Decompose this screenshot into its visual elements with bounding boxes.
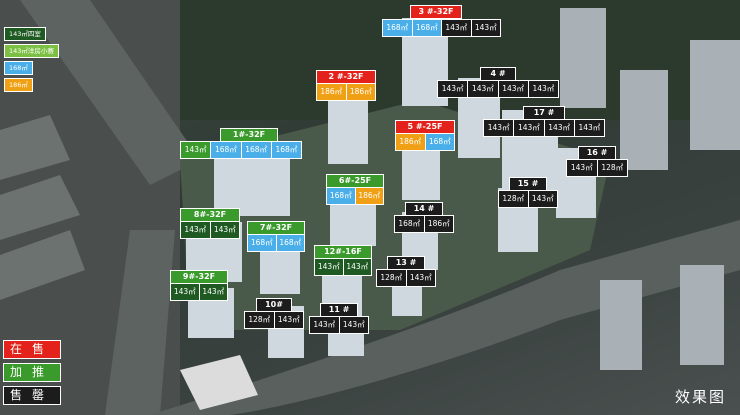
building-title: 15 # — [509, 177, 547, 191]
building-5-label[interactable]: 5 #-25F 186㎡ 168㎡ — [395, 120, 455, 151]
building-title: 1#-32F — [220, 128, 278, 142]
building-15-label[interactable]: 15 # 128㎡ 143㎡ — [498, 177, 558, 208]
unit-cell: 143㎡ — [470, 19, 501, 37]
building-title: 6#-25F — [326, 174, 384, 188]
building-title: 5 #-25F — [395, 120, 455, 134]
building-title: 17 # — [523, 106, 565, 120]
key-186: 186㎡ — [4, 78, 33, 92]
unit-cell: 143㎡ — [527, 190, 558, 208]
unit-cell: 143㎡ — [338, 316, 369, 334]
building-16-label[interactable]: 16 # 143㎡ 128㎡ — [566, 146, 628, 177]
building-title: 11 # — [320, 303, 358, 317]
unit-cell: 143㎡ — [405, 269, 436, 287]
unit-cell: 168㎡ — [210, 141, 242, 159]
building-7-label[interactable]: 7#-32F 168㎡ 168㎡ — [247, 221, 305, 252]
legend-on-sale: 在售 — [3, 340, 61, 359]
unit-cell: 168㎡ — [382, 19, 413, 37]
unit-cell: 143㎡ — [437, 80, 469, 98]
unit-cell: 186㎡ — [345, 83, 376, 101]
unit-cell: 143㎡ — [180, 221, 211, 239]
unit-cell: 168㎡ — [411, 19, 442, 37]
building-17-label[interactable]: 17 # 143㎡ 143㎡ 143㎡ 143㎡ — [483, 106, 605, 137]
unit-cell: 168㎡ — [240, 141, 272, 159]
unit-cell: 143㎡ — [441, 19, 472, 37]
unit-cell: 186㎡ — [423, 215, 454, 233]
building-title: 12#-16F — [314, 245, 372, 259]
legend-sold-out: 售罄 — [3, 386, 61, 405]
building-title: 4 # — [480, 67, 516, 81]
building-13-label[interactable]: 13 # 128㎡ 143㎡ — [376, 256, 436, 287]
legend-added: 加推 — [3, 363, 61, 382]
unit-cell: 143㎡ — [314, 258, 344, 276]
building-14-label[interactable]: 14 # 168㎡ 186㎡ — [394, 202, 454, 233]
unit-cell: 143㎡ — [543, 119, 575, 137]
building-title: 2 #-32F — [316, 70, 376, 84]
unit-cell: 143㎡ — [527, 80, 559, 98]
rendering-caption: 效果图 — [674, 388, 726, 406]
building-1-label[interactable]: 1#-32F 143㎡ 168㎡ 168㎡ 168㎡ — [180, 128, 302, 159]
building-11-label[interactable]: 11 # 143㎡ 143㎡ — [309, 303, 369, 334]
building-title: 3 #-32F — [410, 5, 462, 19]
unit-cell: 143㎡ — [497, 80, 529, 98]
building-3-label[interactable]: 3 #-32F — [410, 5, 462, 19]
building-title: 9#-32F — [170, 270, 228, 284]
key-143-house: 143㎡洋房小赛 — [4, 44, 59, 58]
unit-cell: 143㎡ — [180, 141, 212, 159]
unit-cell: 143㎡ — [483, 119, 515, 137]
unit-cell: 128㎡ — [244, 311, 275, 329]
unit-cell: 143㎡ — [513, 119, 545, 137]
unit-cell: 143㎡ — [342, 258, 372, 276]
building-10-label[interactable]: 10# 128㎡ 143㎡ — [244, 298, 304, 329]
building-title: 7#-32F — [247, 221, 305, 235]
building-12-label[interactable]: 12#-16F 143㎡ 143㎡ — [314, 245, 372, 276]
building-title: 14 # — [405, 202, 443, 216]
building-6-label[interactable]: 6#-25F 168㎡ 186㎡ — [326, 174, 384, 205]
unit-cell: 143㎡ — [209, 221, 240, 239]
unit-cell: 143㎡ — [566, 159, 598, 177]
building-4-label[interactable]: 4 # 143㎡ 143㎡ 143㎡ 143㎡ — [437, 67, 559, 98]
building-2-label[interactable]: 2 #-32F 186㎡ 186㎡ — [316, 70, 376, 101]
unit-cell: 168㎡ — [247, 234, 277, 252]
unit-cell: 168㎡ — [275, 234, 305, 252]
unit-cell: 168㎡ — [424, 133, 455, 151]
unit-cell: 143㎡ — [198, 283, 228, 301]
building-title: 10# — [256, 298, 292, 312]
unit-cell: 128㎡ — [498, 190, 529, 208]
unit-cell: 128㎡ — [376, 269, 407, 287]
building-3-units: 168㎡ 168㎡ 143㎡ 143㎡ — [382, 19, 501, 37]
unit-cell: 168㎡ — [326, 187, 356, 205]
unit-cell: 186㎡ — [316, 83, 347, 101]
building-8-label[interactable]: 8#-32F 143㎡ 143㎡ — [180, 208, 240, 239]
unit-cell: 143㎡ — [467, 80, 499, 98]
unit-cell: 143㎡ — [573, 119, 605, 137]
key-143-four-room: 143㎡四室 — [4, 27, 46, 41]
unit-cell: 143㎡ — [273, 311, 304, 329]
unit-cell: 186㎡ — [395, 133, 426, 151]
unit-cell: 186㎡ — [354, 187, 384, 205]
unit-cell: 168㎡ — [270, 141, 302, 159]
unit-cell: 143㎡ — [170, 283, 200, 301]
building-9-label[interactable]: 9#-32F 143㎡ 143㎡ — [170, 270, 228, 301]
building-title: 16 # — [578, 146, 616, 160]
unit-cell: 128㎡ — [596, 159, 628, 177]
unit-cell: 143㎡ — [309, 316, 340, 334]
building-title: 8#-32F — [180, 208, 240, 222]
unit-cell: 168㎡ — [394, 215, 425, 233]
key-168: 168㎡ — [4, 61, 33, 75]
building-title: 13 # — [387, 256, 425, 270]
